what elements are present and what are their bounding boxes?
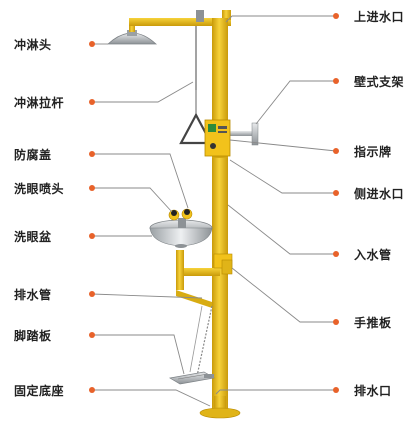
leader-line-fixed-base (92, 389, 211, 407)
label-indicator-sign: 指示牌 (354, 145, 392, 159)
label-drain-pipe: 排水管 (14, 288, 52, 302)
leader-dot-indicator-sign (333, 148, 339, 154)
label-foot-pedal: 脚踏板 (14, 329, 52, 343)
leader-dot-inlet-pipe (333, 251, 339, 257)
leader-line-dust-cover (92, 153, 189, 209)
eyewash-arm (176, 250, 220, 308)
leader-line-eyewash-nozzle (92, 187, 173, 213)
leader-dot-hand-push-plate (333, 319, 339, 325)
fixed-base-graphic (199, 396, 241, 419)
leader-line-wall-bracket (255, 80, 336, 125)
label-inlet-pipe: 入水管 (354, 248, 392, 262)
label-eyewash-nozzle: 洗眼喷头 (14, 182, 65, 196)
leader-line-shower-pull-rod (92, 81, 194, 103)
top-supply-pipe (129, 10, 231, 32)
label-eyewash-bowl: 洗眼盆 (14, 230, 52, 244)
label-wall-bracket: 壁式支架 (354, 75, 405, 89)
label-dust-cover: 防腐盖 (14, 148, 52, 162)
leader-dot-eyewash-bowl (89, 233, 95, 239)
leader-dot-side-water-inlet (333, 190, 339, 196)
hand-push-plate-graphic (213, 253, 233, 275)
leader-lines (89, 13, 339, 407)
leader-line-side-water-inlet (229, 159, 336, 194)
leader-line-drain-outlet (215, 389, 336, 395)
leader-dot-shower-head (89, 41, 95, 47)
label-shower-head: 冲淋头 (14, 38, 52, 52)
leader-dot-drain-outlet (333, 387, 339, 393)
leader-dot-foot-pedal (89, 332, 95, 338)
label-shower-pull-rod: 冲淋拉杆 (14, 96, 65, 110)
leader-line-indicator-sign (229, 139, 337, 152)
eyewash-nozzle-graphic (168, 208, 193, 228)
leader-dot-eyewash-nozzle (89, 185, 95, 191)
label-top-water-inlet: 上进水口 (354, 10, 405, 24)
leader-dot-fixed-base (89, 387, 95, 393)
indicator-sign-graphic (204, 119, 231, 157)
label-drain-outlet: 排水口 (354, 384, 392, 398)
leader-line-inlet-pipe (227, 204, 336, 255)
wall-bracket-graphic (228, 122, 259, 146)
leader-line-drain-pipe (91, 293, 203, 299)
pull-rod-graphic (179, 26, 213, 145)
label-side-water-inlet: 侧进水口 (354, 187, 405, 201)
label-fixed-base: 固定底座 (14, 384, 65, 398)
leader-dot-shower-pull-rod (89, 99, 95, 105)
foot-pedal-graphic (169, 371, 215, 385)
label-hand-push-plate: 手推板 (354, 316, 392, 330)
pedal-linkage (189, 305, 213, 377)
leader-line-hand-push-plate (231, 267, 336, 323)
leader-line-foot-pedal (92, 334, 185, 375)
leader-dot-dust-cover (89, 151, 95, 157)
main-vertical-pipe (212, 18, 228, 410)
leader-line-top-water-inlet (225, 15, 336, 23)
shower-head-graphic (106, 30, 158, 45)
leader-dot-top-water-inlet (333, 13, 339, 19)
leader-dot-wall-bracket (333, 78, 339, 84)
leader-dot-drain-pipe (89, 291, 95, 297)
